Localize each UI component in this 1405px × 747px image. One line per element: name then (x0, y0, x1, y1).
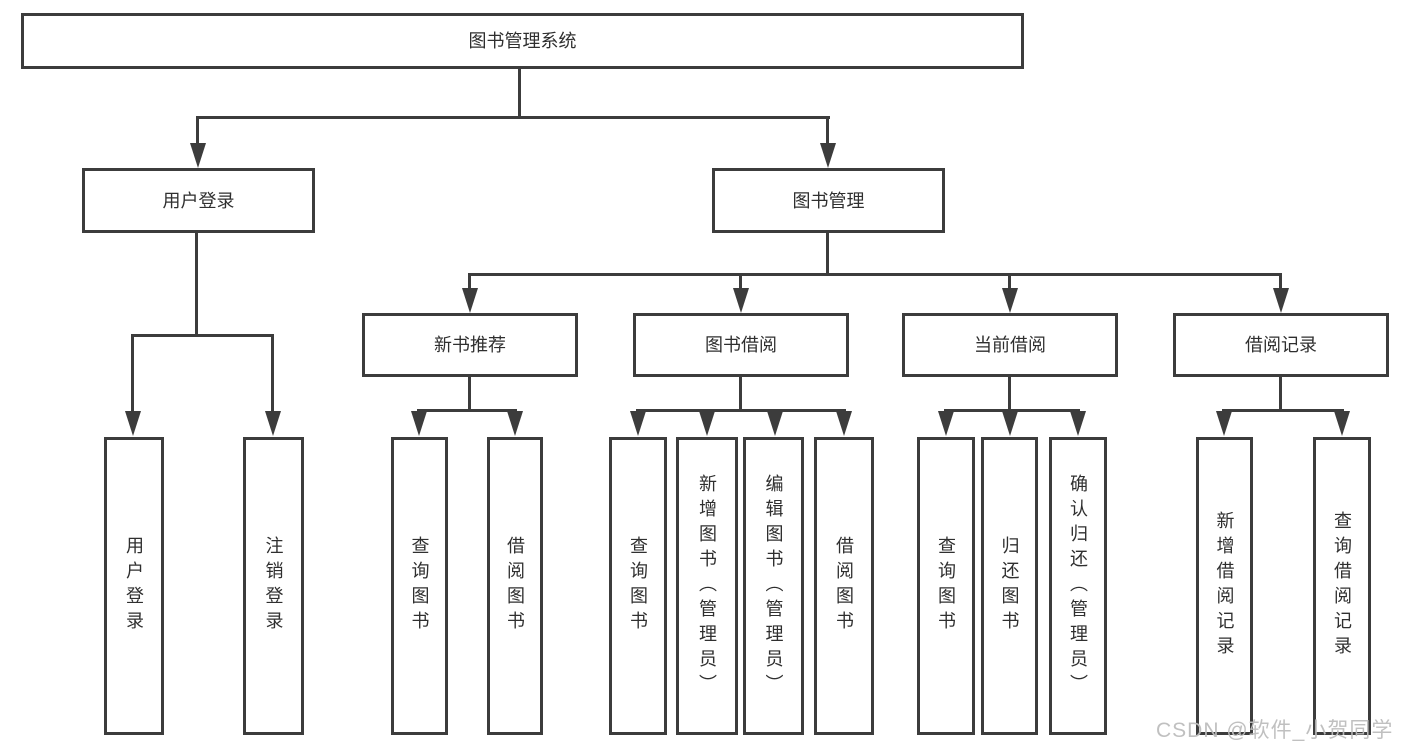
node-borrow-record: 借阅记录 (1173, 313, 1389, 377)
leaf-add-borrow-record: 新增借阅记录 (1196, 437, 1253, 735)
arrowhead-icon (1002, 288, 1018, 313)
csdn-watermark: CSDN @软件_小贺同学 (1156, 719, 1394, 742)
connector-line (271, 334, 274, 414)
arrowhead-icon (1216, 411, 1232, 436)
arrowhead-icon (630, 411, 646, 436)
node-book-borrow: 图书借阅 (633, 313, 849, 377)
connector-line (1279, 377, 1282, 411)
arrowhead-icon (462, 288, 478, 313)
connector-line (196, 116, 830, 119)
node-new-book-recommend: 新书推荐 (362, 313, 578, 377)
connector-line (1008, 377, 1011, 411)
leaf-confirm-return-admin: 确认归还（管理员） (1049, 437, 1107, 735)
arrowhead-icon (733, 288, 749, 313)
leaf-add-book-admin: 新增图书（管理员） (676, 437, 738, 735)
connector-line (826, 116, 829, 146)
connector-line (196, 116, 199, 146)
arrowhead-icon (938, 411, 954, 436)
arrowhead-icon (767, 411, 783, 436)
arrowhead-icon (1273, 288, 1289, 313)
node-book-management: 图书管理 (712, 168, 945, 233)
connector-line (826, 233, 829, 275)
leaf-return-book: 归还图书 (981, 437, 1038, 735)
arrowhead-icon (125, 411, 141, 436)
arrowhead-icon (507, 411, 523, 436)
connector-line (739, 273, 742, 291)
connector-line (417, 409, 517, 412)
arrowhead-icon (1002, 411, 1018, 436)
connector-line (468, 273, 1282, 276)
arrowhead-icon (190, 143, 206, 168)
leaf-borrow-book-1: 借阅图书 (487, 437, 543, 735)
leaf-query-book-3: 查询图书 (917, 437, 975, 735)
node-current-borrow: 当前借阅 (902, 313, 1118, 377)
arrowhead-icon (1334, 411, 1350, 436)
connector-line (468, 377, 471, 411)
connector-line (518, 69, 521, 118)
arrowhead-icon (265, 411, 281, 436)
leaf-query-book-1: 查询图书 (391, 437, 448, 735)
connector-line (468, 273, 471, 291)
connector-line (1279, 273, 1282, 291)
arrowhead-icon (411, 411, 427, 436)
leaf-user-login: 用户登录 (104, 437, 164, 735)
connector-line (1222, 409, 1344, 412)
arrowhead-icon (820, 143, 836, 168)
leaf-query-book-2: 查询图书 (609, 437, 667, 735)
node-user-login: 用户登录 (82, 168, 315, 233)
leaf-edit-book-admin: 编辑图书（管理员） (743, 437, 804, 735)
connector-line (195, 233, 198, 335)
arrowhead-icon (836, 411, 852, 436)
leaf-logout: 注销登录 (243, 437, 304, 735)
node-root: 图书管理系统 (21, 13, 1024, 69)
leaf-borrow-book-2: 借阅图书 (814, 437, 874, 735)
connector-line (944, 409, 1080, 412)
connector-line (131, 334, 134, 414)
connector-line (636, 409, 846, 412)
arrowhead-icon (699, 411, 715, 436)
connector-line (131, 334, 274, 337)
leaf-query-borrow-record: 查询借阅记录 (1313, 437, 1371, 735)
arrowhead-icon (1070, 411, 1086, 436)
connector-line (1008, 273, 1011, 291)
connector-line (739, 377, 742, 411)
